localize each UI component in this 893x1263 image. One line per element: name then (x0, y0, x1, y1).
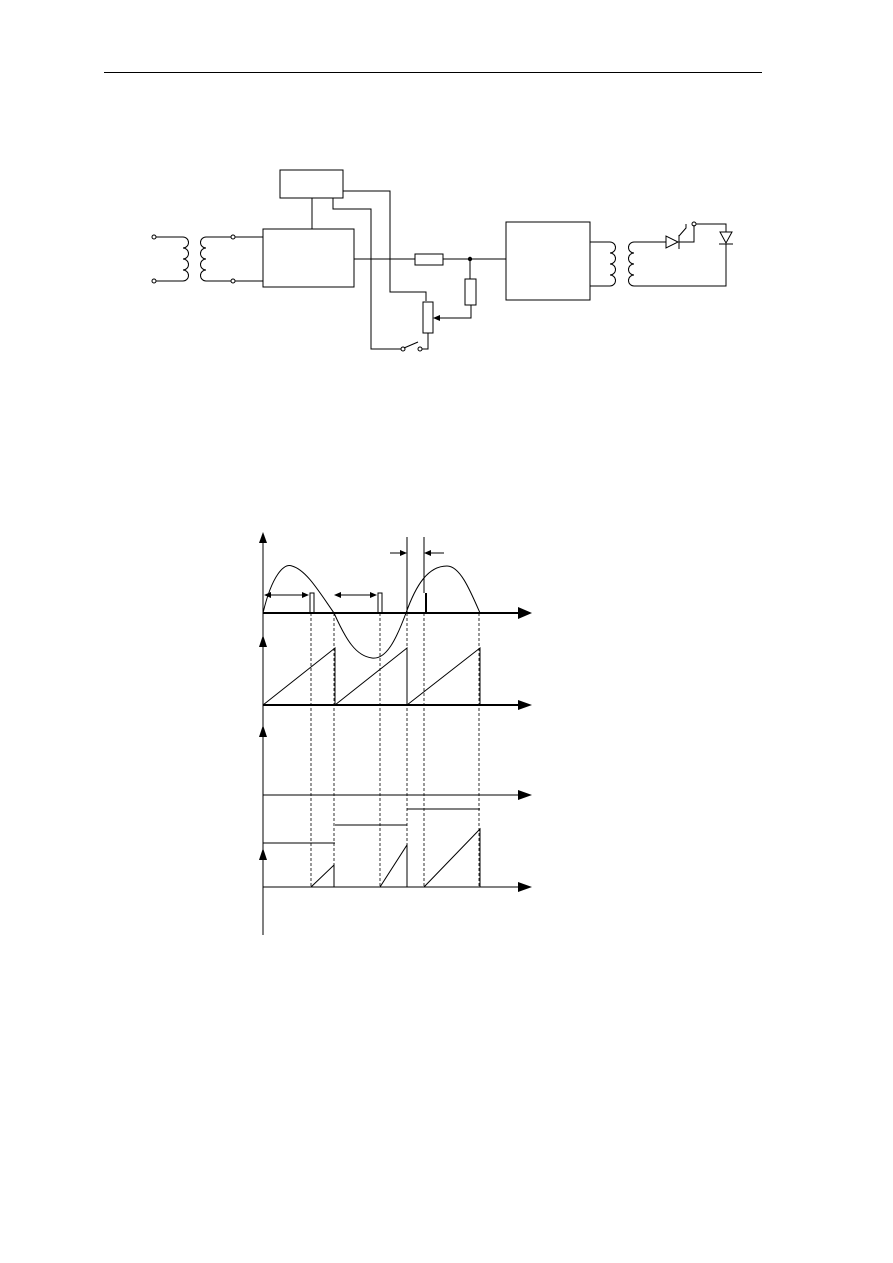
axis-1-arrow (518, 607, 532, 619)
timing-diagram-figure (259, 532, 532, 935)
sawtooth (262, 646, 481, 707)
control-circuit-figure (151, 169, 733, 352)
vertical-axis-arrow-3 (259, 725, 267, 737)
series-resistor (414, 253, 444, 266)
input-transformer (151, 234, 263, 284)
thyristor (665, 224, 688, 249)
switch (400, 333, 429, 352)
axis-2-arrow (518, 700, 532, 710)
top-block (279, 169, 344, 199)
pulse-1 (309, 592, 315, 614)
output-transformer (590, 241, 635, 287)
axis-4-arrow (518, 882, 532, 892)
vertical-axis-arrow-4 (259, 848, 267, 860)
vertical-axis-arrow-2 (259, 635, 267, 647)
pulse-2 (377, 592, 383, 614)
ramp-3 (423, 827, 481, 888)
shunt-resistor (464, 278, 477, 306)
sine-wave (262, 565, 481, 659)
diode (719, 231, 733, 245)
right-block (505, 221, 591, 301)
potentiometer (422, 301, 434, 334)
ramp-2 (379, 843, 408, 888)
ramp-1 (310, 863, 335, 888)
main-block (262, 228, 355, 288)
dashed-guides (310, 613, 480, 887)
axis-3-arrow (518, 790, 532, 800)
vertical-axis-arrow-1 (259, 532, 267, 543)
